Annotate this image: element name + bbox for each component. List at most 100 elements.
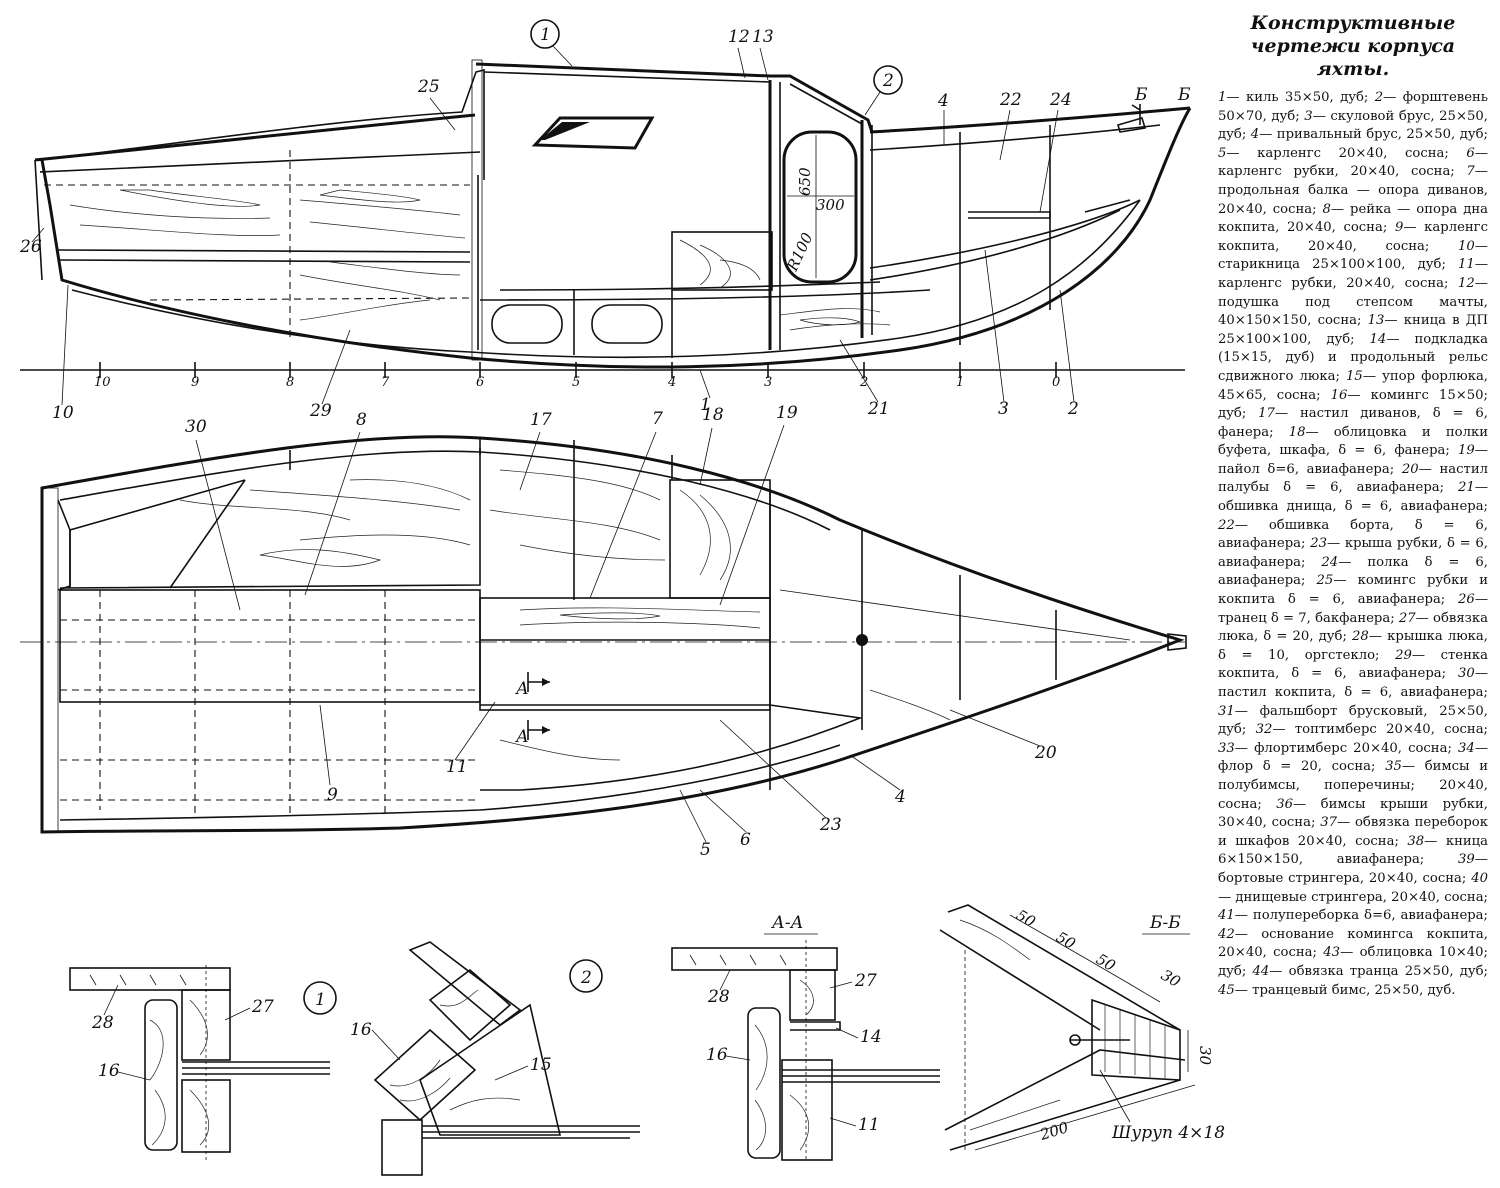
callout-label: 4 (937, 91, 949, 111)
spec-number: 5 (1218, 145, 1227, 161)
callout-label: 21 (867, 399, 890, 419)
spec-item: 40— днищевые стрингера, 20×40, сосна; (1218, 871, 1488, 905)
spec-item: 33— флортимберс 20×40, сосна; (1218, 741, 1458, 756)
dim-label: 50 (1093, 950, 1119, 975)
spec-text: — крыша рубки, δ = 6, авиафанера; (1218, 536, 1488, 570)
spec-number: 41 (1218, 908, 1235, 924)
spec-number: 38 (1407, 833, 1425, 849)
station-labels: 10 9 8 7 6 5 4 3 2 1 0 (94, 375, 1060, 390)
spec-number: 3 (1304, 108, 1313, 124)
screw-label: Шуруп 4×18 (1111, 1123, 1225, 1143)
spec-list: 1— киль 35×50, дуб; 2— форштевень 50×70,… (1218, 89, 1488, 1000)
spec-number: 32 (1255, 722, 1273, 738)
profile-callouts: 25 12 13 4 22 24 26 10 29 1 21 3 2 (19, 27, 1079, 423)
spec-item: 15— упор форлюка, 45×65, сосна; (1218, 369, 1488, 403)
spec-text: — карленгс рубки, 20×40, сосна; (1218, 257, 1488, 291)
station-label: 4 (667, 375, 676, 390)
detail-1-title: 1 (315, 990, 326, 1010)
cabin-window (531, 116, 655, 150)
callout-label: 11 (858, 1115, 880, 1135)
spec-number: 42 (1218, 926, 1235, 942)
deck-line-fore (869, 106, 1191, 134)
spec-item: 6— карленгс рубки, 20×40, сосна; (1218, 146, 1488, 180)
spec-text: — комингс 15×50; дуб; (1218, 387, 1488, 422)
spec-item: 25— комингс рубки и кокпита δ = 6, авиаф… (1218, 573, 1488, 607)
spec-text: — обвязка люка, δ = 20, дуб; (1218, 610, 1488, 645)
section-b-b: Б-Б 50 50 50 30 30 200 Шуруп 4×18 (939, 904, 1225, 1151)
spec-item: 39— бортовые стрингера, 20×40, сосна; (1218, 852, 1488, 886)
spec-number: 10 (1458, 238, 1475, 254)
spec-number: 30 (1458, 666, 1475, 682)
spec-number: 28 (1352, 629, 1369, 645)
page-title: Конструктивные чертежи корпуса яхты. (1250, 12, 1456, 80)
callout-label: 15 (530, 1055, 552, 1075)
callout-label: 6 (740, 830, 751, 850)
callout-label: 18 (702, 405, 724, 425)
spec-item: 19— пайол δ=6, авиафанера; (1218, 443, 1488, 477)
callout-label: 12 (728, 27, 750, 47)
spec-item: 8— рейка — опора дна кокпита, 20×40, сос… (1218, 202, 1488, 236)
spec-item: 29— стенка кокпита, δ = 6, авиафанера; (1218, 648, 1488, 682)
spec-text: — форштевень 50×70, дуб; (1218, 90, 1488, 124)
spec-item: 10— старикница 25×100×100, дуб; (1218, 239, 1488, 273)
detail-1: 1 28 27 16 (69, 965, 337, 1160)
spec-number: 31 (1218, 703, 1235, 719)
spec-text: — обшивка борта, δ = 6, авиафанера; (1218, 517, 1488, 552)
callout-label: 13 (752, 27, 774, 47)
spec-text: — кница 6×150×150, авиафанера; (1218, 833, 1488, 868)
spec-item: 24— полка δ = 6, авиафанера; (1218, 555, 1488, 589)
spec-text: — карленгс рубки, 20×40, сосна; (1218, 145, 1488, 180)
station-label: 0 (1052, 375, 1060, 390)
callout-label: 14 (860, 1027, 882, 1047)
spec-number: 45 (1218, 982, 1235, 998)
callout-label: 8 (356, 410, 367, 430)
callout-label: 28 (91, 1013, 114, 1033)
spec-text: — карленгс кокпита, 20×40, сосна; (1218, 220, 1488, 254)
spec-number: 2 (1374, 90, 1384, 105)
station-label: 8 (286, 375, 294, 390)
callout-label: 24 (1049, 90, 1072, 110)
spec-text: — бимсы крыши рубки, 30×40, сосна; (1218, 796, 1488, 831)
spec-item: 4— привальный брус, 25×50, дуб; (1251, 127, 1488, 142)
section-b-b-title: Б-Б (1149, 913, 1181, 933)
spec-text: — комингс рубки и кокпита δ = 6, авиафан… (1218, 573, 1488, 608)
cockpit-coaming (39, 68, 485, 180)
spec-item: 11— карленгс рубки, 20×40, сосна; (1218, 257, 1488, 291)
spec-text: — полка δ = 6, авиафанера; (1218, 554, 1488, 589)
callout-label: 25 (417, 77, 440, 97)
spec-item: 27— обвязка люка, δ = 20, дуб; (1218, 611, 1488, 645)
spec-item: 34— флор δ = 20, сосна; (1218, 741, 1488, 775)
spec-text: — настил диванов, δ = 6, фанера; (1218, 406, 1488, 440)
dim-label: 30 (1158, 966, 1184, 991)
callout-label: 17 (530, 410, 552, 430)
spec-text: — подкладка (15×15, дуб) и продольный ре… (1218, 331, 1488, 384)
section-mark-b: Б (1134, 85, 1148, 105)
callout-label: 19 (776, 403, 798, 423)
spec-text: — рейка — опора дна кокпита, 20×40, сосн… (1218, 201, 1488, 236)
spec-item: 37— обвязка переборок и шкафов 20×40, со… (1218, 815, 1488, 849)
spec-number: 15 (1346, 368, 1363, 384)
spec-number: 44 (1252, 963, 1270, 979)
section-mark-b: Б (1177, 85, 1191, 105)
spec-text: — пастил кокпита, δ = 6, авиафанера; (1218, 666, 1488, 700)
spec-number: 29 (1395, 647, 1412, 663)
spec-item: 36— бимсы крыши рубки, 30×40, сосна; (1218, 797, 1488, 831)
spec-text: — киль 35×50, дуб; (1226, 90, 1369, 105)
spec-text: — основание комингса кокпита, 20×40, сос… (1218, 926, 1488, 961)
station-label: 10 (94, 375, 111, 390)
spec-text: — пайол δ=6, авиафанера; (1218, 443, 1488, 477)
spec-text: — карленгс 20×40, сосна; (1226, 145, 1449, 161)
callout-label: 16 (350, 1020, 372, 1040)
cabin-roof (475, 62, 874, 133)
section-a-a-title: А-А (771, 913, 804, 933)
spec-number: 33 (1218, 740, 1235, 756)
spec-item: 2— форштевень 50×70, дуб; (1218, 90, 1488, 124)
spec-text: — скуловой брус, 25×50, дуб; (1218, 108, 1488, 143)
spec-item: 16— комингс 15×50; дуб; (1218, 388, 1488, 422)
callout-label: 4 (894, 787, 906, 807)
station-label: 9 (191, 375, 199, 390)
callout-label: 7 (652, 409, 663, 429)
spec-number: 17 (1258, 406, 1275, 422)
spec-item: 42— основание комингса кокпита, 20×40, с… (1218, 927, 1488, 961)
spec-text: — настил палубы δ = 6, авиафанера; (1218, 461, 1488, 496)
